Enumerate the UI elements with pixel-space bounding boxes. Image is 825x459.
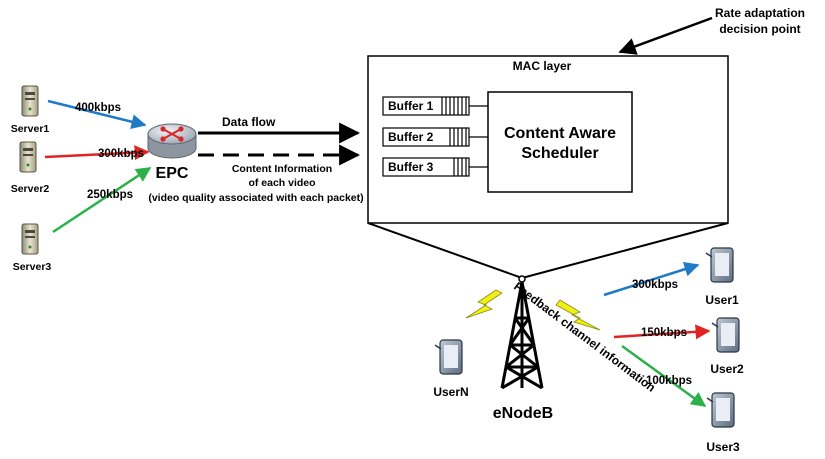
server-1-rate: 400kbps bbox=[75, 102, 121, 114]
user-3-label: User3 bbox=[706, 440, 740, 454]
lightning-right-icon bbox=[555, 299, 601, 331]
buffer-3-label: Buffer 3 bbox=[388, 160, 434, 174]
server-1-flow-arrow bbox=[47, 99, 147, 130]
mac-layer-title: MAC layer bbox=[513, 59, 572, 73]
buffer-2-label: Buffer 2 bbox=[388, 130, 434, 144]
user-3-flow-arrow bbox=[621, 344, 707, 408]
funnel-right bbox=[521, 222, 729, 279]
router-icon bbox=[147, 123, 197, 159]
server-2-label: Server2 bbox=[11, 183, 50, 195]
buffer-2: Buffer 2 bbox=[382, 127, 488, 147]
content-info-line3: (video quality associated with each pack… bbox=[148, 192, 363, 204]
server-2-flow-arrow bbox=[44, 145, 150, 161]
decision-point-line1: Rate adaptation bbox=[715, 6, 805, 20]
user-2-phone-icon bbox=[711, 317, 740, 353]
user-1-phone-icon bbox=[705, 247, 734, 283]
data-flow-label: Data flow bbox=[222, 115, 276, 129]
scheduler-line1: Content Aware bbox=[504, 125, 616, 142]
lightning-left-icon bbox=[465, 289, 503, 319]
content-info-line2: of each video bbox=[248, 177, 315, 189]
user-1-flow-arrow bbox=[603, 261, 700, 297]
server-2-icon bbox=[19, 141, 37, 173]
decision-point-line2: decision point bbox=[719, 22, 800, 36]
server-2-rate: 300kbps bbox=[98, 148, 144, 160]
decision-point-arrow bbox=[618, 16, 713, 55]
user-3-phone-icon bbox=[706, 392, 735, 428]
user-n-label: UserN bbox=[433, 385, 468, 399]
server-3-label: Server3 bbox=[13, 261, 52, 273]
server-1-icon bbox=[21, 85, 39, 117]
user-2-rate: 150kbps bbox=[641, 327, 687, 339]
buffer-3: Buffer 3 bbox=[382, 157, 488, 177]
scheduler-box bbox=[487, 91, 633, 193]
server-3-flow-arrow bbox=[52, 166, 152, 234]
user-1-label: User1 bbox=[705, 293, 739, 307]
server-3-icon bbox=[21, 223, 39, 255]
funnel-left bbox=[367, 222, 523, 279]
epc-label: EPC bbox=[156, 165, 189, 182]
user-3-rate: 100kbps bbox=[646, 375, 692, 387]
user-2-label: User2 bbox=[710, 362, 744, 376]
buffer-1: Buffer 1 bbox=[382, 96, 488, 116]
enodeb-tower-icon bbox=[500, 275, 544, 390]
user-1-rate: 300kbps bbox=[632, 279, 678, 291]
server-1-label: Server1 bbox=[11, 123, 50, 135]
content-info-line1: Content Information bbox=[232, 163, 332, 175]
enodeb-label: eNodeB bbox=[493, 405, 553, 422]
server-3-rate: 250kbps bbox=[87, 189, 133, 201]
user-n-phone-icon bbox=[434, 339, 463, 375]
scheduler-line2: Scheduler bbox=[521, 145, 598, 162]
buffer-1-label: Buffer 1 bbox=[388, 99, 434, 113]
user-2-flow-arrow bbox=[613, 324, 711, 340]
